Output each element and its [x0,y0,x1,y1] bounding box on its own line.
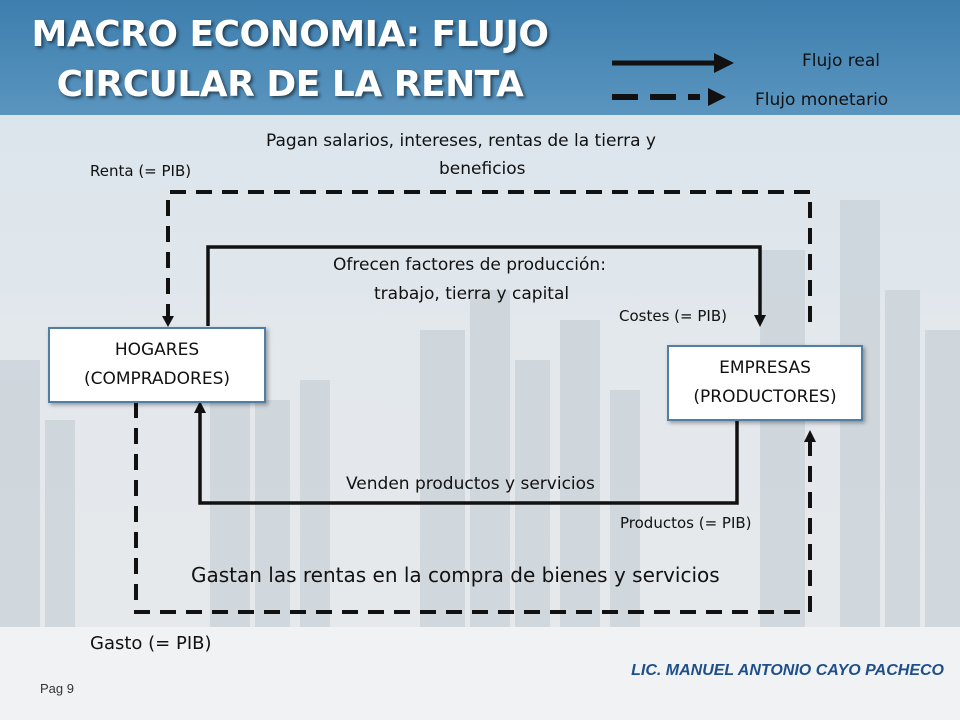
page-number: Pag 9 [40,681,74,696]
top-flow-label-line-2: beneficios [439,159,526,179]
real-flow-products-path [198,412,739,505]
legend-real-arrowhead [714,53,734,73]
gasto-label: Gasto (= PIB) [90,633,212,654]
legend-monetary-label: Flujo monetario [755,90,889,110]
products-arrowhead [194,401,206,413]
monetary-flow-income-path [166,190,812,322]
sell-label: Venden productos y servicios [346,474,595,494]
households-label-line-2: (COMPRADORES) [83,369,230,389]
spend-label: Gastan las rentas en la compra de bienes… [191,563,720,587]
firms-label-line-1: EMPRESAS [719,358,811,378]
firms-label-line-2: (PRODUCTORES) [693,387,837,407]
renta-label: Renta (= PIB) [90,162,192,180]
real-flow-factors-path [206,245,762,326]
households-box: HOGARES (COMPRADORES) [48,327,266,403]
header-band [0,0,960,115]
title-line-1: MACRO ECONOMIA: FLUJO [31,14,549,55]
costes-label: Costes (= PIB) [619,307,727,325]
monetary-flow-spending-path [134,402,812,614]
factors-label-line-2: trabajo, tierra y capital [374,284,570,304]
city-skyline-decoration [0,200,960,630]
households-label-line-1: HOGARES [114,340,200,360]
spending-arrowhead [804,430,816,442]
income-arrowhead [162,316,174,327]
author-credit: LIC. MANUEL ANTONIO CAYO PACHECO [631,662,944,679]
firms-box: EMPRESAS (PRODUCTORES) [667,345,863,421]
legend-real-label: Flujo real [802,51,881,71]
top-flow-label-line-1: Pagan salarios, intereses, rentas de la … [266,131,656,151]
footer-band [0,627,960,720]
title-line-2: CIRCULAR DE LA RENTA [56,64,524,105]
legend-monetary-arrowhead [708,88,726,106]
factors-label-line-1: Ofrecen factores de producción: [333,255,606,275]
factors-arrowhead [754,315,766,327]
productos-label: Productos (= PIB) [620,514,752,532]
slide-title: MACRO ECONOMIA: FLUJO CIRCULAR DE LA REN… [20,10,560,110]
